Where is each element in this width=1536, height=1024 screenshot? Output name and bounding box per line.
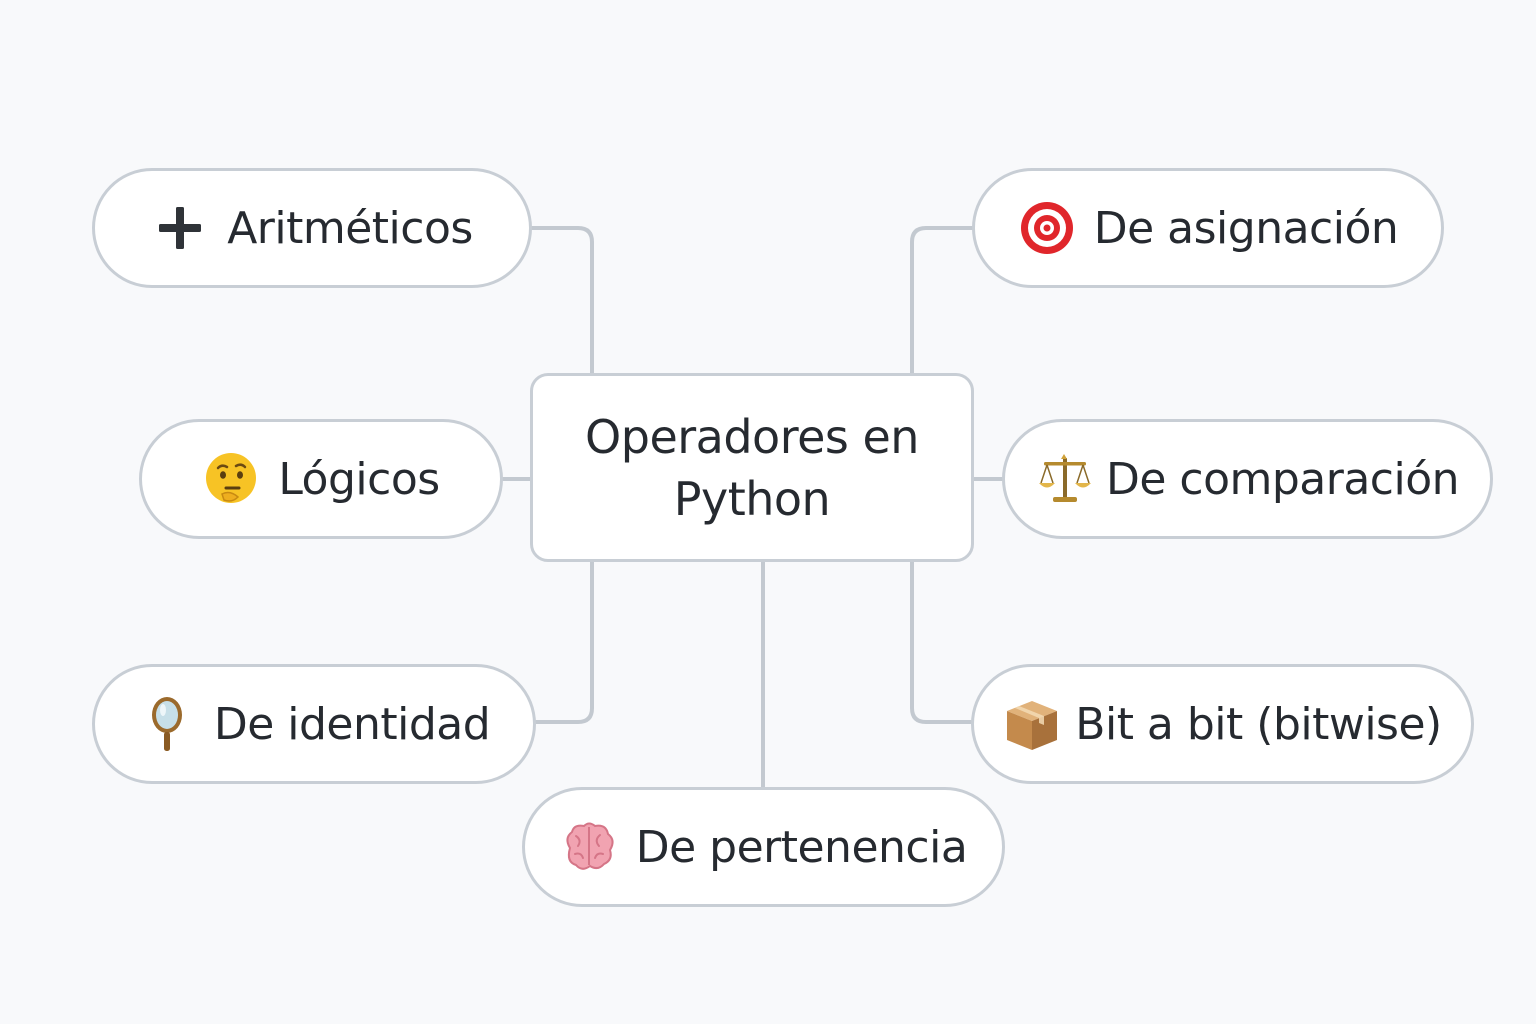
plus-icon — [151, 199, 209, 257]
branch-node-bitwise[interactable]: Bit a bit (bitwise) — [971, 664, 1474, 784]
target-icon — [1018, 199, 1076, 257]
branch-label-logicos: Lógicos — [278, 453, 440, 505]
branch-label-asignacion: De asignación — [1093, 202, 1399, 254]
connector-bitwise — [910, 560, 973, 724]
central-topic-title: Operadores en Python — [585, 409, 919, 526]
connector-identidad — [534, 560, 594, 724]
branch-label-bitwise: Bit a bit (bitwise) — [1075, 698, 1442, 750]
branch-node-aritmeticos[interactable]: Aritméticos — [92, 168, 532, 288]
balance-scale-icon — [1036, 450, 1094, 508]
central-topic-node[interactable]: Operadores en Python — [530, 373, 974, 562]
thinking-face-icon — [202, 450, 260, 508]
branch-label-aritmeticos: Aritméticos — [227, 202, 473, 254]
connector-asignacion — [910, 226, 974, 375]
branch-label-comparacion: De comparación — [1105, 453, 1460, 505]
branch-label-pertenencia: De pertenencia — [635, 821, 968, 873]
branch-node-logicos[interactable]: Lógicos — [139, 419, 503, 539]
branch-node-asignacion[interactable]: De asignación — [972, 168, 1444, 288]
hand-mirror-icon — [138, 695, 196, 753]
connector-aritmeticos — [530, 226, 594, 375]
package-box-icon — [1003, 695, 1061, 753]
branch-node-identidad[interactable]: De identidad — [92, 664, 536, 784]
branch-label-identidad: De identidad — [213, 698, 491, 750]
branch-node-pertenencia[interactable]: De pertenencia — [522, 787, 1005, 907]
branch-node-comparacion[interactable]: De comparación — [1002, 419, 1493, 539]
brain-icon — [560, 818, 618, 876]
